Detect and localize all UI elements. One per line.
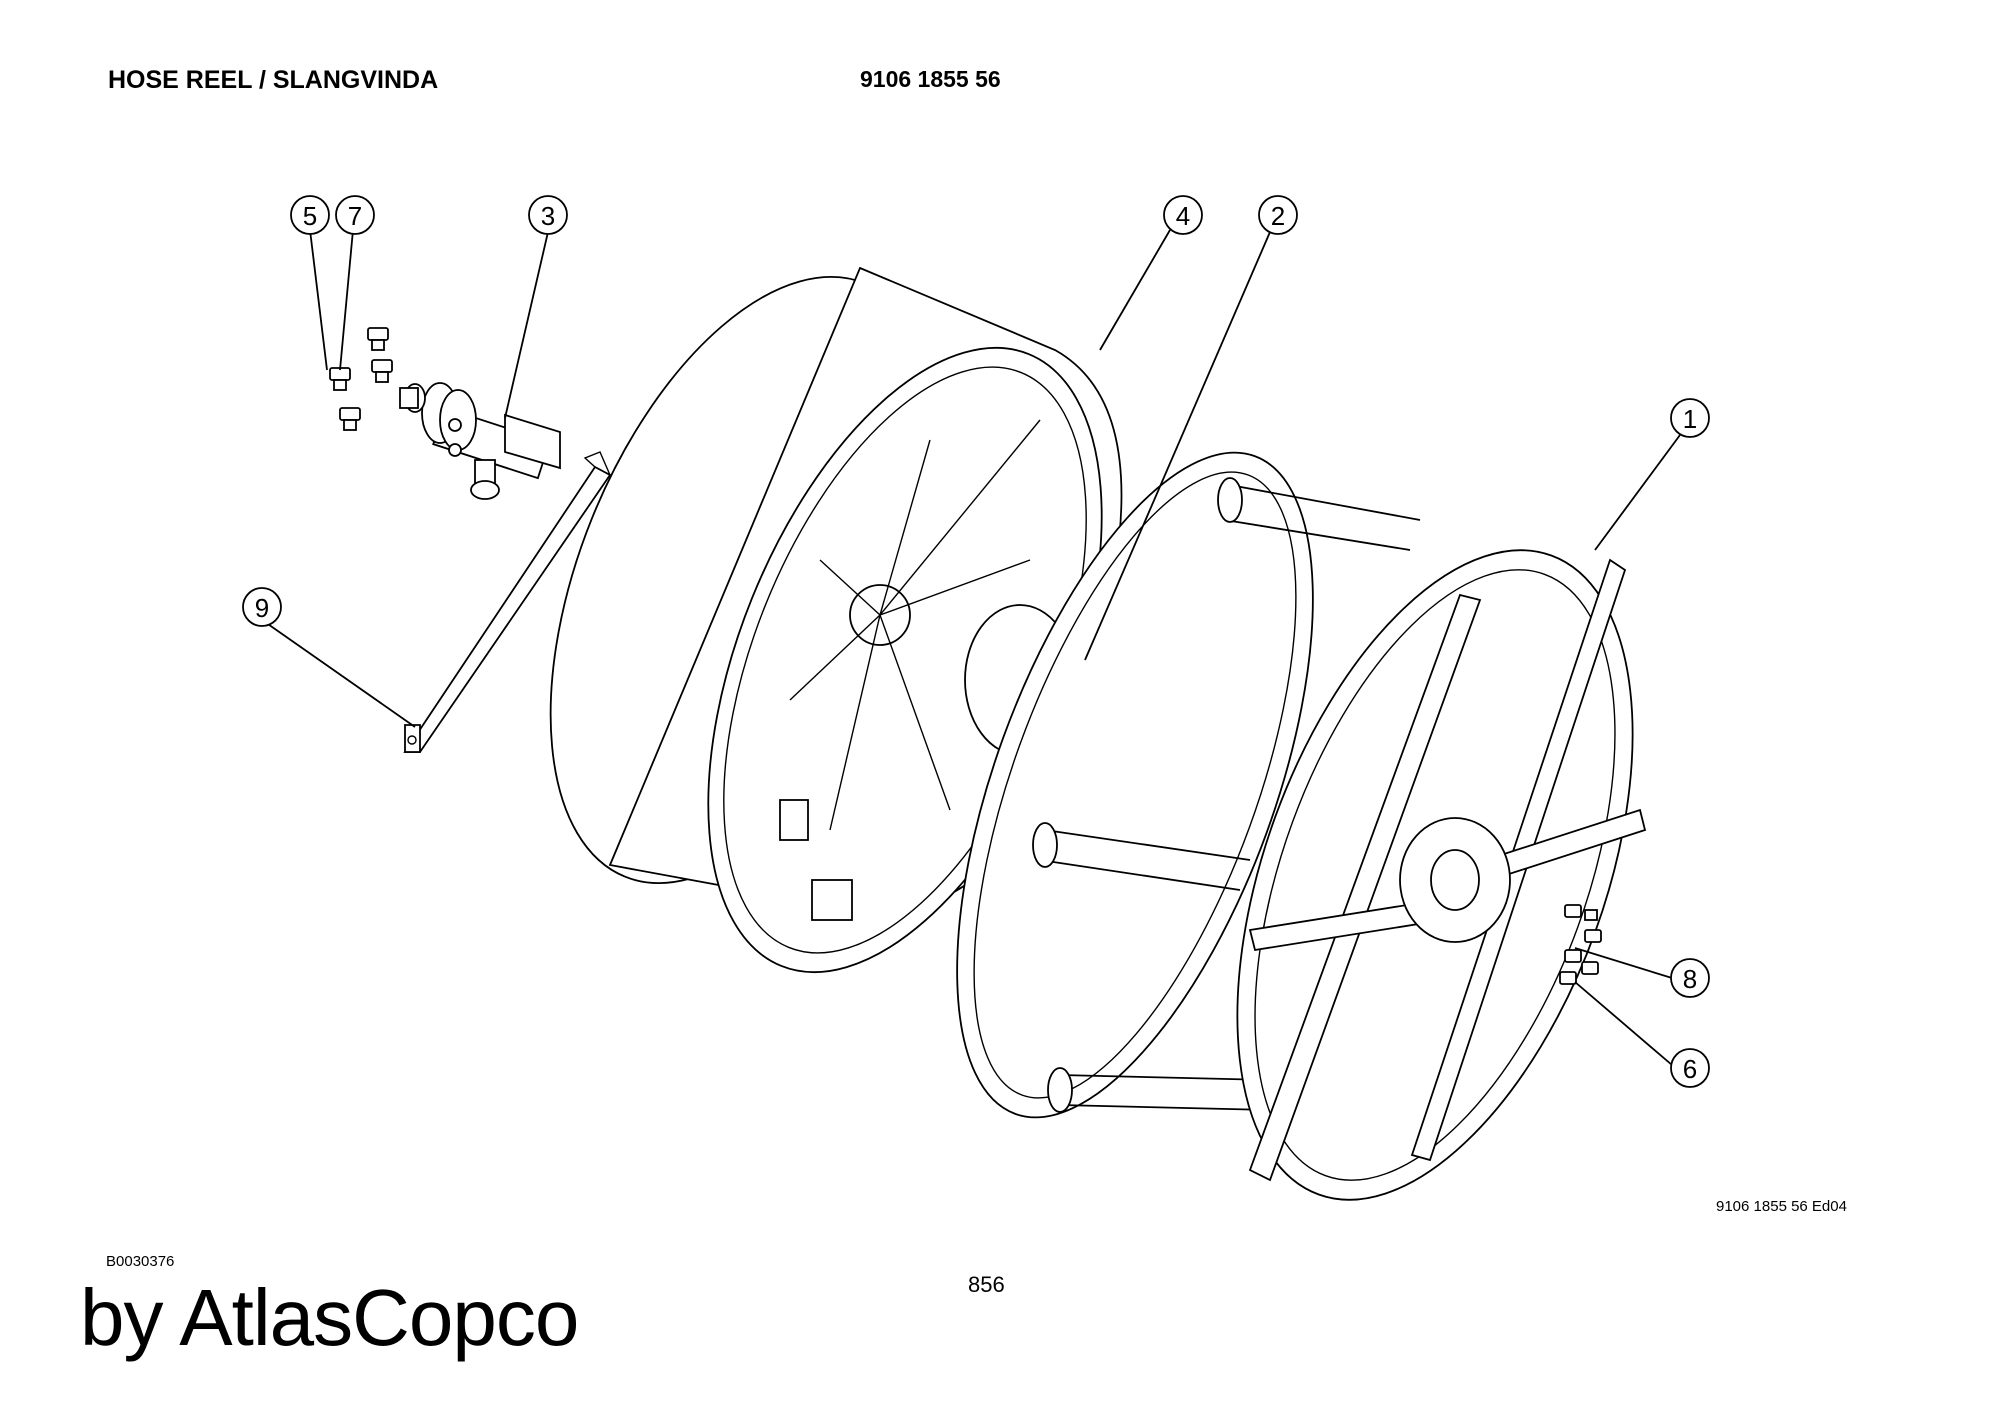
callout-8: 8 [1670,958,1710,998]
edition-label: 9106 1855 56 Ed04 [1716,1198,1847,1215]
bolts-group-right [1559,904,1602,985]
brand-watermark: by AtlasCopco [80,1273,579,1362]
leader-lines [264,229,1681,1066]
bracket-bar-part [403,451,612,753]
reel-frame-part [956,451,1647,1201]
svg-text:7: 7 [348,201,362,231]
svg-text:8: 8 [1683,964,1697,994]
svg-text:4: 4 [1176,201,1190,231]
bolts-group-left [329,327,393,431]
svg-text:9: 9 [255,593,269,623]
callout-7: 7 [335,195,375,235]
svg-text:1: 1 [1683,404,1697,434]
svg-text:2: 2 [1271,201,1285,231]
svg-text:5: 5 [303,201,317,231]
swivel-joint-part [399,382,561,500]
page-number: 856 [968,1272,1005,1297]
callout-3: 3 [528,195,568,235]
page-title: HOSE REEL / SLANGVINDA [108,66,439,94]
part-number: 9106 1855 56 [860,66,1001,92]
callout-4: 4 [1163,195,1203,235]
callout-5: 5 [290,195,330,235]
callout-6: 6 [1670,1048,1710,1088]
document-id: B0030376 [106,1253,175,1270]
callout-1: 1 [1670,398,1710,438]
callout-2: 2 [1258,195,1298,235]
callout-9: 9 [242,587,282,627]
svg-text:6: 6 [1683,1054,1697,1084]
svg-text:3: 3 [541,201,555,231]
